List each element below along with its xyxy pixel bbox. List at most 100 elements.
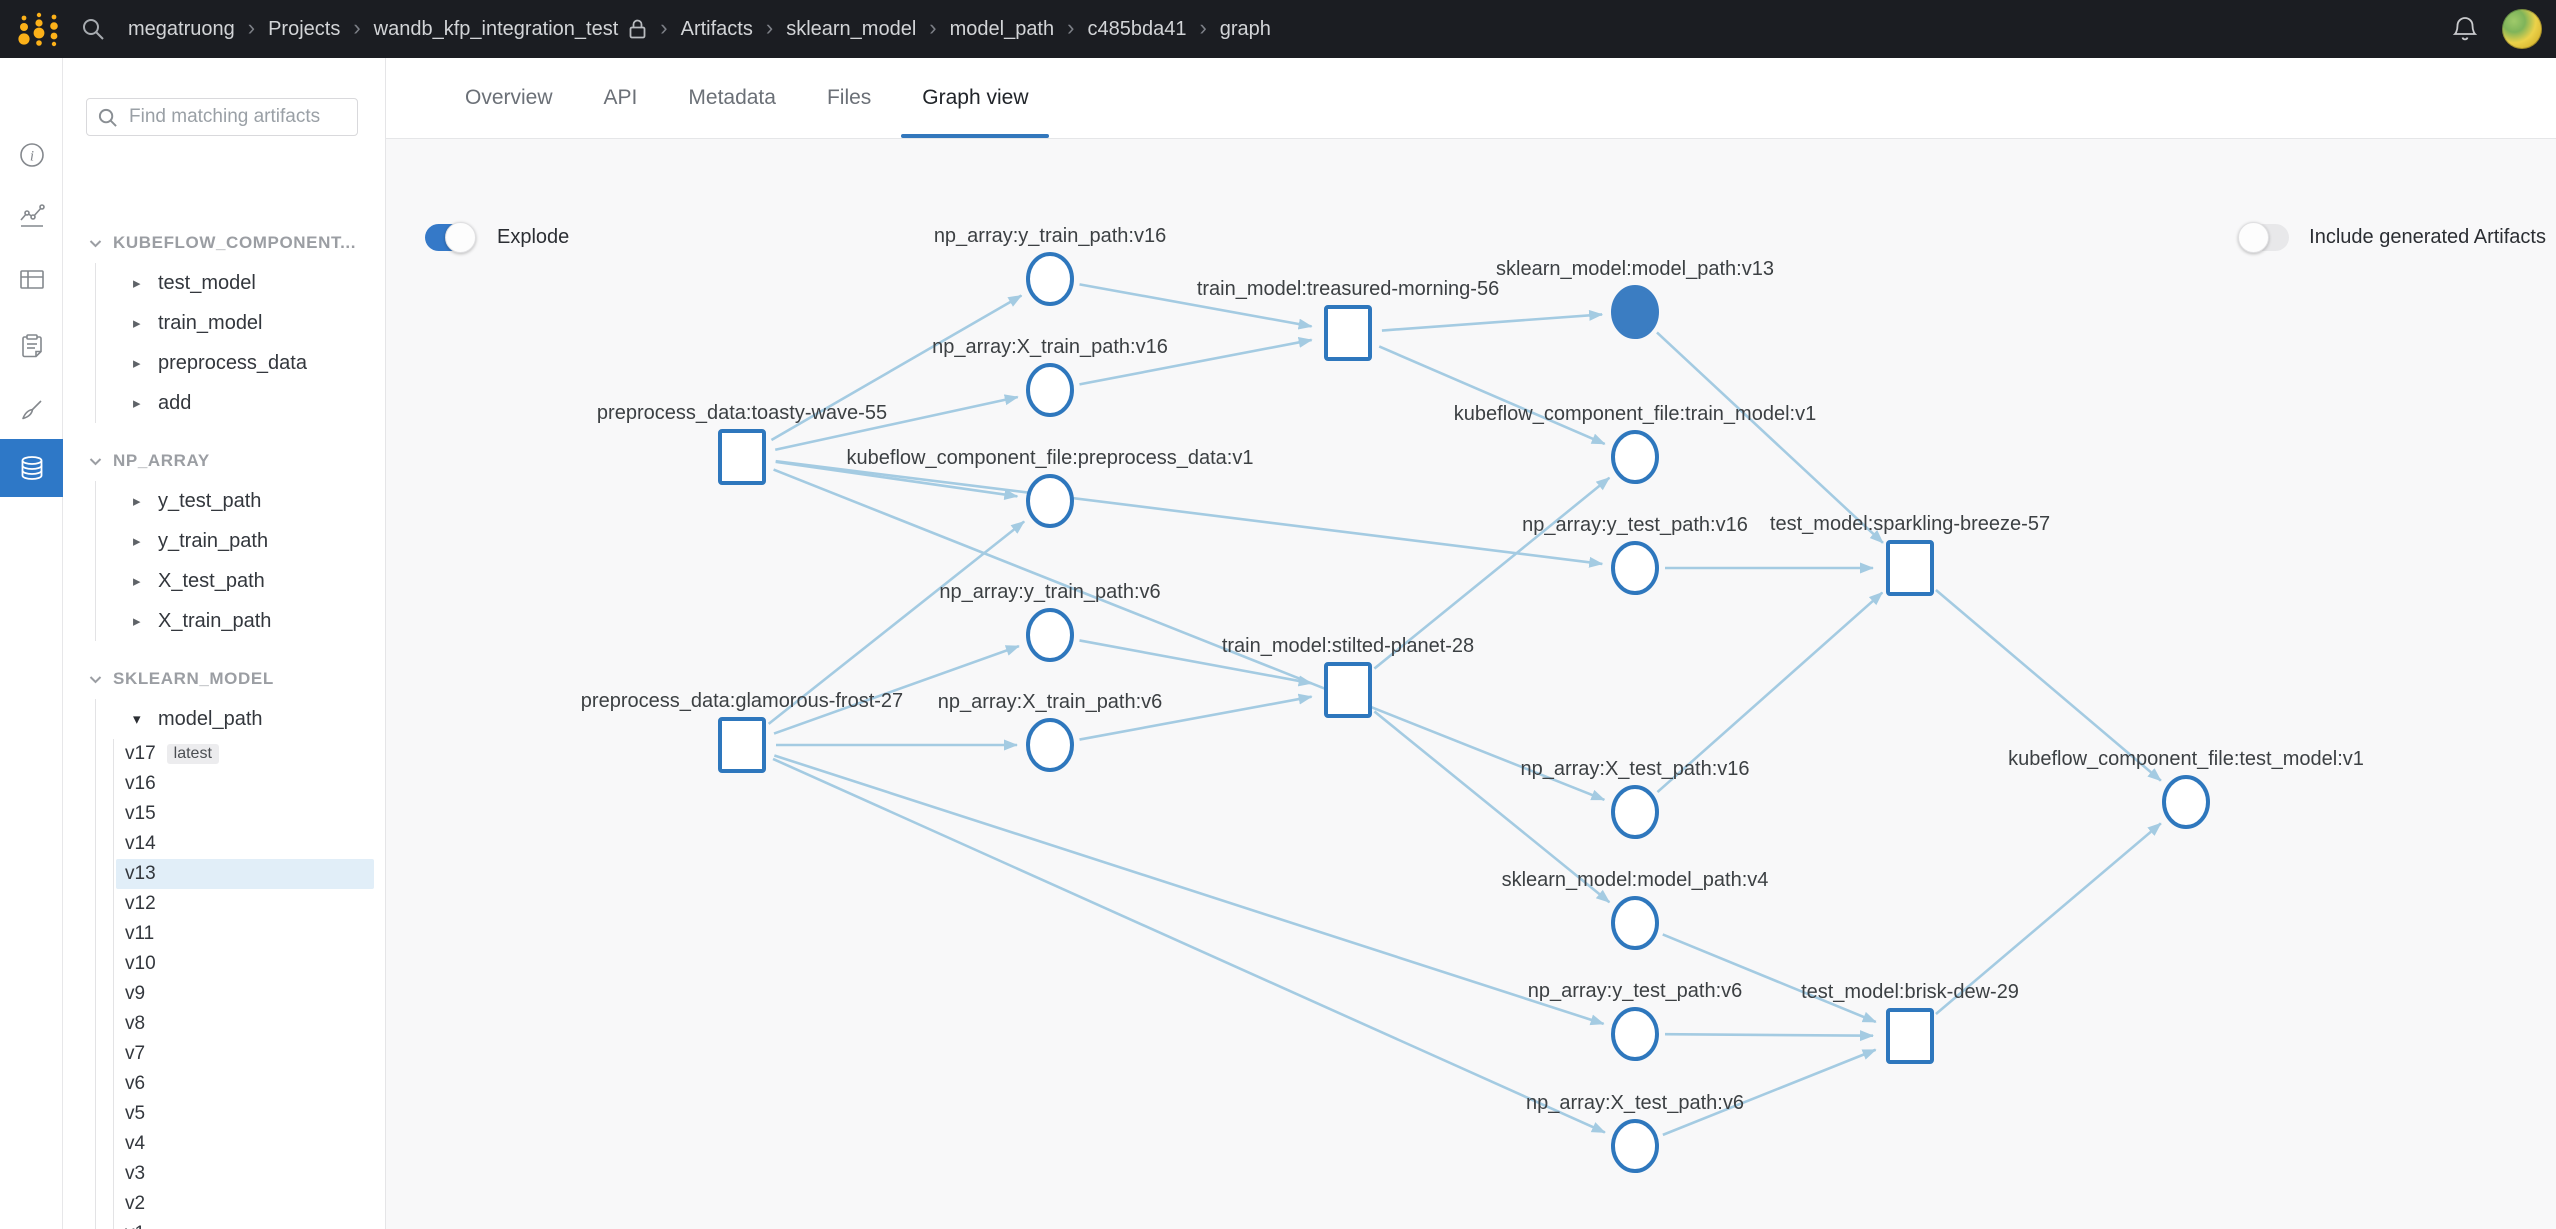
tree-item-preprocess_data[interactable]: ▸preprocess_data: [96, 343, 385, 383]
graph-node-y_train_6[interactable]: [1026, 608, 1074, 662]
breadcrumb-item[interactable]: c485bda41: [1087, 17, 1187, 40]
graph-node-X_test_16[interactable]: [1611, 785, 1659, 839]
tree-item-y_train_path[interactable]: ▸y_train_path: [96, 521, 385, 561]
chevron-collapsed-icon[interactable]: ▸: [133, 275, 141, 292]
graph-node-label: np_array:y_test_path:v6: [1528, 980, 1743, 1002]
graph-node-model_v13[interactable]: [1611, 285, 1659, 339]
graph-node-X_train_6[interactable]: [1026, 718, 1074, 772]
tree-section-sklearn-model[interactable]: SKLEARN_MODEL: [63, 659, 385, 699]
search-icon[interactable]: [80, 16, 106, 42]
tree-section-label: SKLEARN_MODEL: [113, 669, 274, 688]
tree-item-label: train_model: [158, 311, 263, 334]
rail-item-artifacts-database[interactable]: [0, 439, 63, 497]
tab-graph-view[interactable]: Graph view: [901, 58, 1049, 138]
include-generated-label: Include generated Artifacts: [2309, 226, 2546, 248]
tree-item-label: X_test_path: [158, 569, 265, 592]
tree-item-add[interactable]: ▸add: [96, 383, 385, 423]
graph-node-y_test_6[interactable]: [1611, 1007, 1659, 1061]
tab-files[interactable]: Files: [826, 86, 872, 109]
tree-section-kubeflow-component-[interactable]: KUBEFLOW_COMPONENT...: [63, 223, 385, 263]
version-row-v8[interactable]: v8: [116, 1009, 374, 1039]
version-row-v5[interactable]: v5: [116, 1099, 374, 1129]
graph-node-glamorous[interactable]: [718, 717, 766, 773]
tree-item-y_test_path[interactable]: ▸y_test_path: [96, 481, 385, 521]
chevron-collapsed-icon[interactable]: ▸: [133, 315, 141, 332]
graph-node-X_test_6[interactable]: [1611, 1119, 1659, 1173]
graph-node-X_train_16[interactable]: [1026, 363, 1074, 417]
breadcrumb-item[interactable]: sklearn_model: [786, 17, 917, 40]
breadcrumb-item[interactable]: megatruong: [128, 17, 235, 40]
breadcrumb-item[interactable]: graph: [1219, 17, 1271, 40]
graph-node-kcf_test[interactable]: [2162, 775, 2210, 829]
chevron-collapsed-icon[interactable]: ▸: [133, 613, 141, 630]
version-row-v12[interactable]: v12: [116, 889, 374, 919]
version-label: v1: [125, 1223, 145, 1229]
version-row-v13[interactable]: v13: [116, 859, 374, 889]
version-row-v9[interactable]: v9: [116, 979, 374, 1009]
tree-item-X_train_path[interactable]: ▸X_train_path: [96, 601, 385, 641]
version-row-v15[interactable]: v15: [116, 799, 374, 829]
version-row-v6[interactable]: v6: [116, 1069, 374, 1099]
rail-item-workspace-chart[interactable]: [0, 187, 63, 245]
graph-node-brisk[interactable]: [1886, 1008, 1934, 1064]
chevron-collapsed-icon[interactable]: ▸: [133, 355, 141, 372]
graph-node-model_v4[interactable]: [1611, 896, 1659, 950]
tree-item-model_path[interactable]: ▾model_path: [96, 699, 385, 739]
tree-item-train_model[interactable]: ▸ train_model: [96, 303, 385, 343]
version-row-v3[interactable]: v3: [116, 1159, 374, 1189]
rail-item-reports[interactable]: [0, 317, 63, 375]
breadcrumb-separator: ›: [247, 15, 256, 40]
rail-item-table[interactable]: [0, 250, 63, 308]
version-row-v14[interactable]: v14: [116, 829, 374, 859]
main-panel: Overview API Metadata Files Graph view np_ar…: [386, 58, 2556, 1229]
rail-item-sweeps-broom[interactable]: [0, 381, 63, 439]
tree-item-test_model[interactable]: ▸test_model: [96, 263, 385, 303]
chevron-collapsed-icon[interactable]: ▸: [133, 573, 141, 590]
version-row-v1[interactable]: v1: [116, 1219, 374, 1229]
chevron-collapsed-icon[interactable]: ▸: [133, 533, 141, 550]
version-label: v9: [125, 983, 146, 1004]
version-row-v16[interactable]: v16: [116, 769, 374, 799]
explode-control: Explode: [425, 222, 569, 253]
graph-node-treasured[interactable]: [1324, 305, 1372, 361]
version-row-v11[interactable]: v11: [116, 919, 374, 949]
artifact-search[interactable]: [86, 98, 358, 136]
explode-toggle[interactable]: [425, 222, 476, 253]
table-icon: [16, 263, 48, 295]
include-generated-control: Include generated Artifacts: [2238, 222, 2546, 253]
breadcrumb-item[interactable]: Projects: [268, 17, 341, 40]
breadcrumb-item[interactable]: wandb_kfp_integration_test: [373, 17, 619, 40]
breadcrumb-separator: ›: [660, 15, 668, 40]
graph-node-y_train_16[interactable]: [1026, 252, 1074, 306]
breadcrumb-item[interactable]: model_path: [949, 17, 1055, 40]
tree-section-np-array[interactable]: NP_ARRAY: [63, 441, 385, 481]
tab-api[interactable]: API: [603, 86, 638, 109]
graph-node-y_test_16[interactable]: [1611, 541, 1659, 595]
wandb-logo[interactable]: [16, 9, 62, 49]
tree-item-X_test_path[interactable]: ▸ X_test_path: [96, 561, 385, 601]
bell-icon[interactable]: [2450, 14, 2480, 44]
version-row-v4[interactable]: v4: [116, 1129, 374, 1159]
version-row-v10[interactable]: v10: [116, 949, 374, 979]
include-generated-toggle[interactable]: [2238, 222, 2290, 253]
artifact-search-input[interactable]: [127, 105, 347, 129]
rail-item-info[interactable]: i: [0, 126, 63, 184]
chevron-collapsed-icon[interactable]: ▸: [133, 493, 141, 510]
svg-text:i: i: [29, 149, 33, 165]
chevron-open-icon[interactable]: ▾: [133, 711, 141, 728]
version-row-v7[interactable]: v7: [116, 1039, 374, 1069]
tab-overview[interactable]: Overview: [465, 86, 553, 109]
tab-metadata[interactable]: Metadata: [688, 86, 776, 109]
graph-node-label: preprocess_data:toasty-wave-55: [597, 402, 887, 424]
breadcrumb-item[interactable]: Artifacts: [680, 17, 753, 40]
graph-node-sparkling[interactable]: [1886, 540, 1934, 596]
chevron-collapsed-icon[interactable]: ▸: [133, 395, 141, 412]
avatar[interactable]: [2502, 9, 2542, 49]
breadcrumb-separator: ›: [1199, 15, 1207, 40]
graph-node-kcf_pre[interactable]: [1026, 474, 1074, 528]
version-row-v2[interactable]: v2: [116, 1189, 374, 1219]
graph-node-toasty[interactable]: [718, 429, 766, 485]
graph-node-kcf_train[interactable]: [1611, 430, 1659, 484]
graph-node-stilted[interactable]: [1324, 662, 1372, 718]
